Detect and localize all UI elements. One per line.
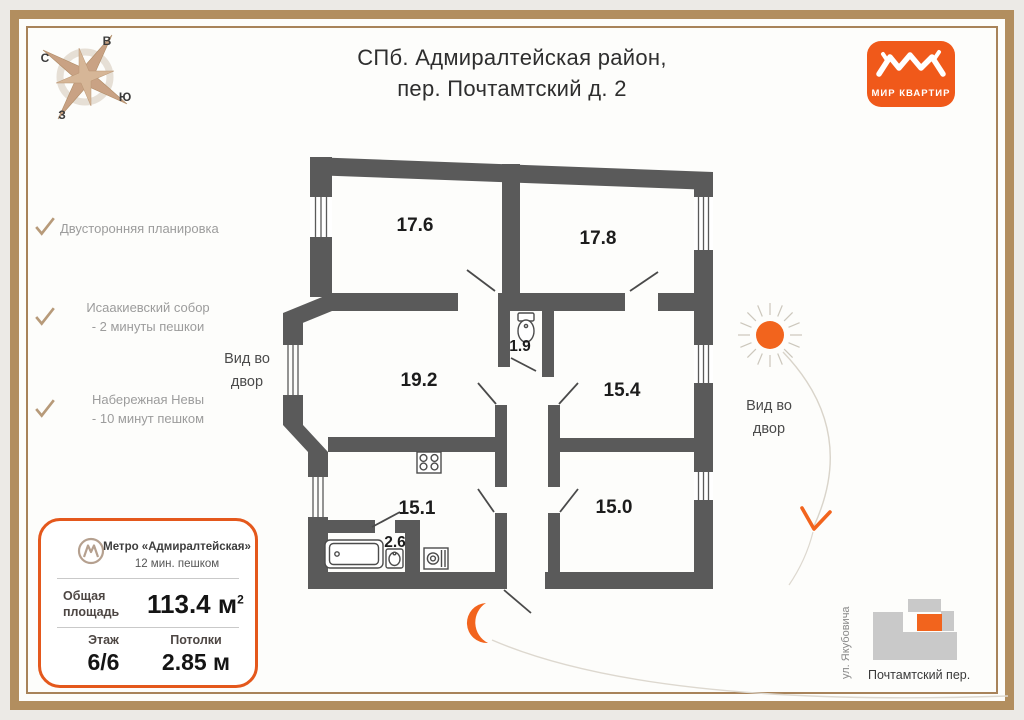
compass-ring — [56, 48, 114, 106]
feature-3-line2: - 10 минут пешком — [91, 411, 205, 426]
compass-south-label: Ю — [119, 90, 131, 104]
divider — [57, 627, 239, 628]
title-line2: пер. Почтамтский д. 2 — [397, 76, 627, 101]
compass-west-label: З — [58, 108, 66, 122]
feature-2-line1: Исаакиевский собор — [86, 300, 210, 315]
street-label-pochtamtsky: Почтамтский пер. — [868, 668, 971, 682]
square-meter-sup: 2 — [237, 592, 244, 607]
title-line1: СПб. Адмиралтейская район, — [357, 45, 667, 70]
street-label-yakubovicha: ул. Якубовича — [840, 606, 852, 679]
brand-logo: МИР КВАРТИР — [867, 41, 955, 107]
checkmark-icon — [35, 307, 55, 326]
view-label-left: Вид во двор — [224, 351, 270, 390]
compass-north-label: С — [41, 51, 50, 65]
compass-east-label: В — [103, 34, 112, 48]
feature-2: Исаакиевский собор - 2 минуты пешкои — [62, 298, 234, 336]
total-area-value: 113.4 м2 — [147, 589, 244, 619]
ceiling-value: 2.85 м — [161, 649, 231, 675]
feature-2-line2: - 2 минуты пешкои — [91, 319, 205, 334]
page-title: СПб. Адмиралтейская район, пер. Почтамтс… — [0, 42, 1024, 104]
divider — [57, 578, 239, 579]
feature-3: Набережная Невы - 10 минут пешком — [62, 390, 234, 428]
metro-icon — [77, 537, 105, 565]
checkmark-icon — [35, 217, 55, 236]
brand-roofline-ticks-icon — [881, 50, 941, 62]
compass-star-secondary — [55, 47, 115, 107]
metro-walk-time: 12 мин. пешком — [134, 558, 220, 570]
metro-station: Метро «Адмиралтейская» — [103, 541, 251, 553]
feature-1: Двусторонняя планировка — [60, 221, 219, 236]
view-label-right: Вид во двор — [746, 398, 792, 437]
floor-label: Этаж — [88, 633, 119, 647]
brand-name: МИР КВАРТИР — [872, 88, 951, 99]
compass-rose: В С Ю З — [41, 34, 132, 122]
brand-roofline-icon — [876, 52, 946, 77]
ceiling-label: Потолки — [170, 633, 222, 647]
floor-value: 6/6 — [87, 649, 120, 675]
total-area-label: Общая площадь — [63, 589, 120, 619]
feature-3-line1: Набережная Невы — [91, 392, 205, 407]
checkmark-icon — [35, 399, 55, 418]
info-card: Метро «Адмиралтейская» 12 мин. пешком Об… — [38, 518, 258, 688]
